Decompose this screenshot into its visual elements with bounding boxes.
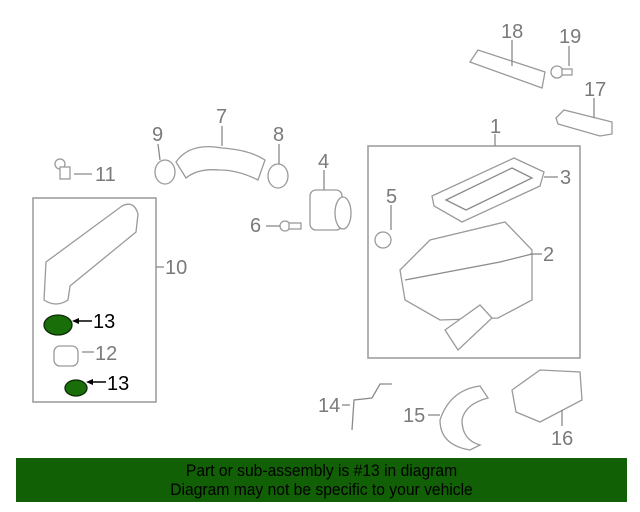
part-16-resonator[interactable] [511,369,583,426]
callout-10: 10 [165,257,187,279]
banner-line-1: Part or sub-assembly is #13 in diagram [185,461,458,480]
part-7-intake-hose[interactable] [175,126,266,181]
part-5-gasket[interactable] [374,205,392,249]
callout-9: 9 [152,124,163,146]
callout-17: 17 [584,79,606,101]
part-11-bolt[interactable] [54,158,92,180]
assembly-box-10 [32,197,157,403]
part-4-maf-sensor[interactable] [309,170,352,231]
callout-7: 7 [216,106,227,128]
part-10-intake-tube[interactable] [43,203,164,305]
part-17-duct-cover[interactable] [555,98,613,137]
callout-11: 11 [95,164,116,186]
part-18-cover[interactable] [468,40,546,89]
callout-4: 4 [318,151,329,173]
part-8-clamp[interactable] [267,144,289,189]
callout-14: 14 [318,395,340,417]
part-19-bolt[interactable] [550,46,573,79]
part-2-air-box[interactable] [399,221,542,352]
callout-8: 8 [273,124,284,146]
callout-16: 16 [551,428,573,450]
callout-2: 2 [543,244,554,266]
part-13-seal-lower[interactable] [64,379,106,397]
callout-3: 3 [560,167,571,189]
notice-banner: Part or sub-assembly is #13 in diagram D… [16,458,627,502]
callout-13-upper: 13 [93,311,115,333]
callout-6: 6 [250,215,261,237]
callout-18: 18 [501,21,523,43]
part-14-hose[interactable] [342,383,392,431]
assembly-box-1 [367,145,581,359]
part-12-coupler[interactable] [53,345,94,367]
part-13-seal-upper[interactable] [43,314,92,336]
callout-1: 1 [490,116,501,138]
banner-line-2: Diagram may not be specific to your vehi… [170,480,473,499]
part-9-clamp[interactable] [154,143,176,185]
callout-19: 19 [559,26,581,48]
callout-13-lower: 13 [107,373,129,395]
callout-5: 5 [386,186,397,208]
part-15-duct[interactable] [428,385,490,451]
part-6-bolt[interactable] [266,220,302,232]
callout-15: 15 [403,405,425,427]
part-3-filter[interactable] [431,157,558,223]
callout-12: 12 [95,343,117,365]
